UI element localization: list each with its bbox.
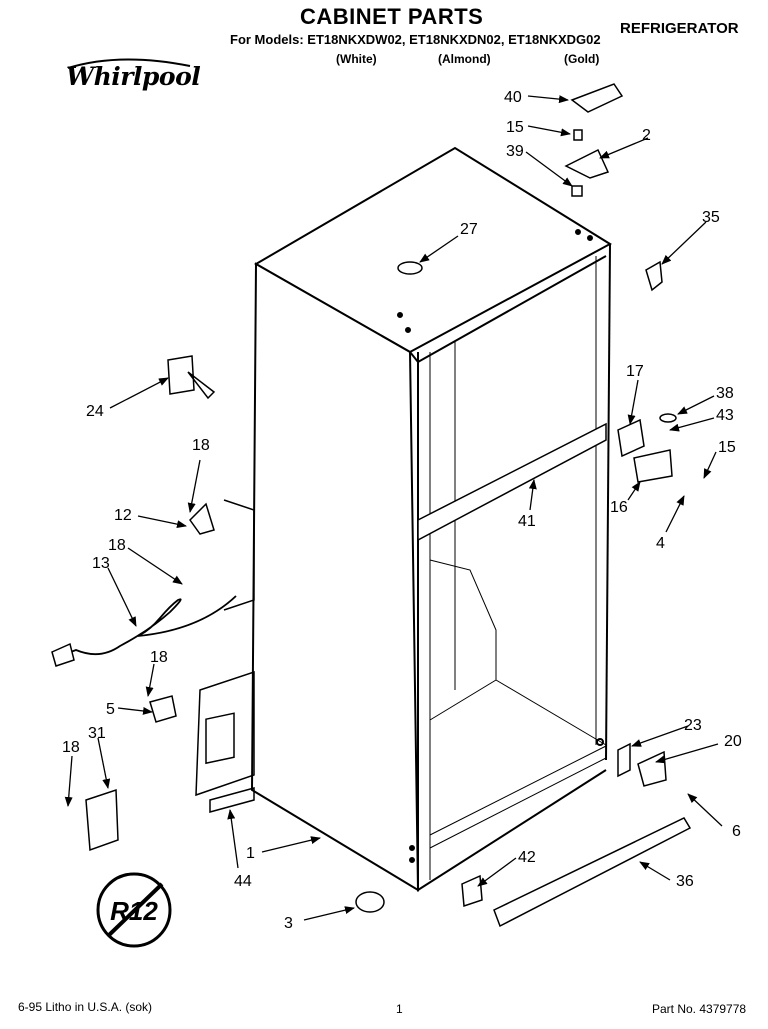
part-38-washer xyxy=(659,413,677,423)
callout-16: 16 xyxy=(610,499,628,516)
power-plug xyxy=(51,642,75,667)
color-almond: (Almond) xyxy=(438,52,491,66)
part-17-center-hinge xyxy=(617,418,645,458)
part-23-bracket xyxy=(617,742,631,778)
part-12-clip xyxy=(189,502,215,535)
part-42-leveler xyxy=(461,874,483,908)
callout-43: 43 xyxy=(716,407,734,424)
r12-badge-label: R12 xyxy=(110,896,158,926)
part-16-hinge-plate xyxy=(633,449,673,483)
part-24-thermostat-shaft xyxy=(167,355,216,400)
callout-13: 13 xyxy=(92,555,110,572)
part-15-screw-top xyxy=(573,129,583,141)
part-20-hinge-bottom xyxy=(637,750,667,787)
callout-38: 38 xyxy=(716,385,734,402)
callout-24: 24 xyxy=(86,403,104,420)
callout-20: 20 xyxy=(724,733,742,750)
callout-23: 23 xyxy=(684,717,702,734)
callout-40: 40 xyxy=(504,89,522,106)
part-3-roller xyxy=(355,891,385,913)
side-panel-bracket xyxy=(195,499,255,813)
r12-badge: R12 xyxy=(96,872,172,948)
part-35-stop xyxy=(645,260,663,292)
callout-2: 2 xyxy=(642,127,651,144)
callout-18-b: 18 xyxy=(108,537,126,554)
callout-27: 27 xyxy=(460,221,478,238)
callout-39: 39 xyxy=(506,143,524,160)
callout-17: 17 xyxy=(626,363,644,380)
callout-18-a: 18 xyxy=(192,437,210,454)
cabinet-body xyxy=(250,146,612,892)
callout-41: 41 xyxy=(518,513,536,530)
callout-42: 42 xyxy=(518,849,536,866)
part-5-clip xyxy=(149,695,177,723)
callout-3: 3 xyxy=(284,915,293,932)
part-13-power-cord xyxy=(59,595,237,657)
callout-18-d: 18 xyxy=(62,739,80,756)
footer-page-number: 1 xyxy=(396,1002,403,1016)
color-gold: (Gold) xyxy=(564,52,600,66)
callout-36: 36 xyxy=(676,873,694,890)
part-31-plate xyxy=(85,788,119,852)
footer-part-number: Part No. 4379778 xyxy=(652,1002,747,1016)
page-title: CABINET PARTS xyxy=(300,4,484,29)
callout-6: 6 xyxy=(732,823,741,840)
product-category: REFRIGERATOR xyxy=(620,20,739,37)
brand-logo: Whirlpool xyxy=(66,62,201,91)
part-2-top-hinge xyxy=(564,148,610,179)
part-27-plug xyxy=(397,261,423,275)
model-numbers: For Models: ET18NKXDW02, ET18NKXDN02, ET… xyxy=(230,32,601,47)
part-36-toe-grille xyxy=(493,817,692,928)
callout-31: 31 xyxy=(88,725,106,742)
callout-5: 5 xyxy=(106,701,115,718)
callout-12: 12 xyxy=(114,507,132,524)
brand-swoosh xyxy=(67,58,191,69)
callout-35: 35 xyxy=(702,209,720,226)
color-white: (White) xyxy=(336,52,377,66)
callout-44: 44 xyxy=(234,873,252,890)
callout-18-c: 18 xyxy=(150,649,168,666)
callout-15-top: 15 xyxy=(506,119,524,136)
callout-1: 1 xyxy=(246,845,255,862)
callout-4: 4 xyxy=(656,535,665,552)
callout-15-side: 15 xyxy=(718,439,736,456)
part-40-hinge-cover xyxy=(570,83,624,113)
footer-litho: 6-95 Litho in U.S.A. (sok) xyxy=(18,1000,153,1014)
part-39-bushing xyxy=(571,185,583,197)
